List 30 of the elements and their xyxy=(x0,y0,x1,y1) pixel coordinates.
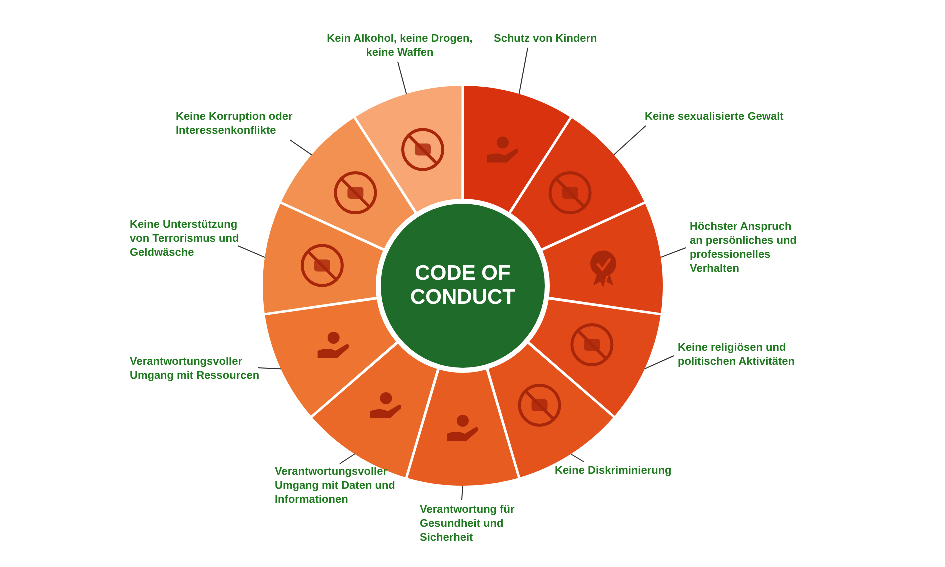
leader-line xyxy=(340,454,356,464)
wheel-segment xyxy=(530,300,661,416)
category-label: Keine Korruption oder Interessenkonflikte xyxy=(176,110,326,138)
leader-line xyxy=(258,368,282,370)
category-label: Schutz von Kindern xyxy=(494,32,614,46)
wheel-segment xyxy=(263,204,384,314)
category-label: Höchster Anspruch an persönliches und professionelles Verhalten xyxy=(690,220,805,276)
category-label: Verantwortungsvoller Umgang mit Daten und Informationen xyxy=(275,465,415,507)
leader-line xyxy=(462,486,464,500)
leader-line xyxy=(644,356,674,370)
category-label: Verantwortungsvoller Umgang mit Ressourcen xyxy=(130,355,280,383)
category-label: Keine Diskriminierung xyxy=(555,464,695,478)
leader-line xyxy=(518,48,528,95)
wheel-segment xyxy=(511,118,644,249)
wheel-segment xyxy=(408,370,518,486)
leader-line xyxy=(660,248,686,258)
leader-line xyxy=(570,454,584,462)
leader-line xyxy=(238,246,266,258)
category-label: Keine Unterstützung von Terrorismus und Geldwäsche xyxy=(130,218,260,260)
leader-line xyxy=(614,126,646,156)
leader-line xyxy=(290,140,312,156)
wheel-segment xyxy=(356,86,462,212)
wheel-segment xyxy=(265,300,396,416)
wheel-segment xyxy=(542,204,663,314)
category-label: Kein Alkohol, keine Drogen, keine Waffen xyxy=(325,32,475,60)
wheel-segment xyxy=(464,86,570,212)
category-label: Keine sexualisierte Gewalt xyxy=(645,110,805,124)
leader-line xyxy=(398,62,408,95)
category-label: Verantwortung für Gesundheit und Sicherheit xyxy=(420,503,520,545)
category-label: Keine religiösen und politischen Aktivitäten xyxy=(678,341,798,369)
